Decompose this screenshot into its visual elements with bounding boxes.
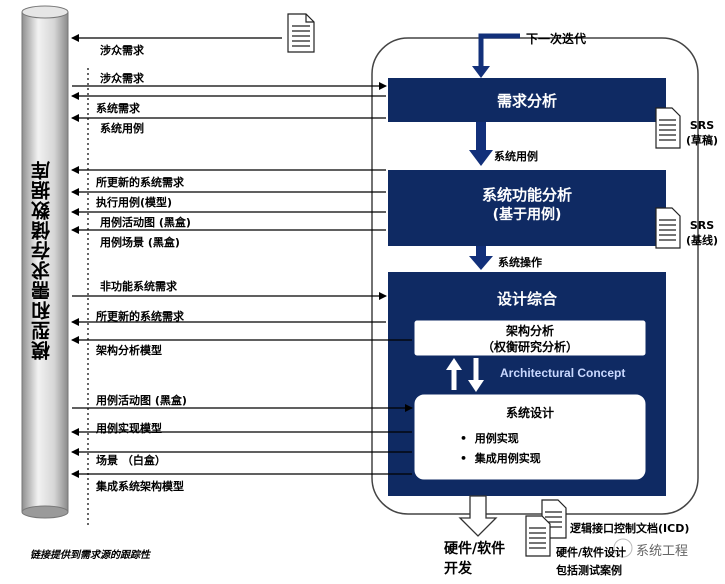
iteration-label: 下一次迭代	[526, 32, 587, 46]
left-label: 用例活动图 (黑盒)	[96, 394, 187, 407]
sys-design-title: 系统设计	[505, 406, 554, 420]
bullet-text: 集成用例实现	[474, 452, 541, 465]
arch-title-2: （权衡研究分析）	[481, 340, 578, 354]
output-line-2: 开发	[444, 561, 472, 577]
srs-baseline-label: SRS (基线)	[682, 218, 722, 248]
srs-baseline-title: SRS	[689, 219, 715, 232]
srs-draft-title: SRS	[689, 119, 715, 132]
left-label: 系统用例	[100, 122, 144, 135]
bullet-item: • 用例实现	[460, 430, 519, 446]
hw-sw-design-label: 硬件/软件设计	[556, 546, 627, 559]
sys-func-box-shape	[388, 170, 666, 246]
architectural-concept-label: Architectural Concept	[500, 366, 626, 380]
left-label: 集成系统架构模型	[96, 480, 184, 493]
document-icons	[287, 13, 681, 557]
left-label: 系统需求	[96, 102, 140, 115]
bullet-icon: •	[460, 432, 475, 445]
watermark-icon	[613, 538, 633, 558]
database-cylinder	[21, 5, 69, 519]
left-label: 用例活动图 (黑盒)	[100, 216, 191, 229]
srs-draft-status: (草稿)	[685, 134, 719, 147]
bullet-item: • 集成用例实现	[460, 450, 541, 466]
flow-operation-label: 系统操作	[498, 256, 542, 269]
srs-draft-label: SRS (草稿)	[682, 118, 722, 148]
left-label: 用例实现模型	[96, 422, 162, 435]
sysdesign-box-shape	[413, 393, 647, 481]
sys-func-title-2: (基于用例)	[492, 207, 562, 223]
arch-box-shape	[413, 319, 647, 357]
top-stakeholder-label: 涉众需求	[100, 44, 144, 57]
design-title: 设计综合	[496, 290, 557, 308]
left-label: 所更新的系统需求	[96, 176, 184, 189]
left-label: 场景 （白盒）	[96, 454, 166, 467]
sys-func-title-1: 系统功能分析	[481, 186, 572, 204]
srs-baseline-status: (基线)	[685, 234, 719, 247]
output-line-1: 硬件/软件	[444, 541, 506, 557]
icd-label: 逻辑接口控制文档(ICD)	[570, 522, 690, 535]
process-container	[371, 37, 699, 515]
req-analysis-box-shape	[388, 78, 666, 122]
left-label: 架构分析模型	[96, 344, 162, 357]
test-cases-label: 包括测试案例	[556, 564, 622, 577]
arch-title-1: 架构分析	[505, 324, 554, 338]
database-title: 模型和需求存储数据库	[31, 160, 53, 360]
left-label: 涉众需求	[100, 72, 144, 85]
left-label: 执行用例(模型)	[96, 196, 173, 209]
left-label: 所更新的系统需求	[96, 310, 184, 323]
left-label: 用例场景 (黑盒)	[100, 236, 180, 249]
req-analysis-title: 需求分析	[496, 92, 557, 110]
left-label: 非功能系统需求	[100, 280, 177, 293]
bullet-text: 用例实现	[474, 432, 519, 445]
watermark-text: 系统工程	[636, 544, 689, 559]
flow-use-case-label: 系统用例	[494, 150, 538, 163]
traceability-footnote: 链接提供到需求源的跟踪性	[30, 550, 150, 561]
bullet-icon: •	[460, 452, 475, 465]
